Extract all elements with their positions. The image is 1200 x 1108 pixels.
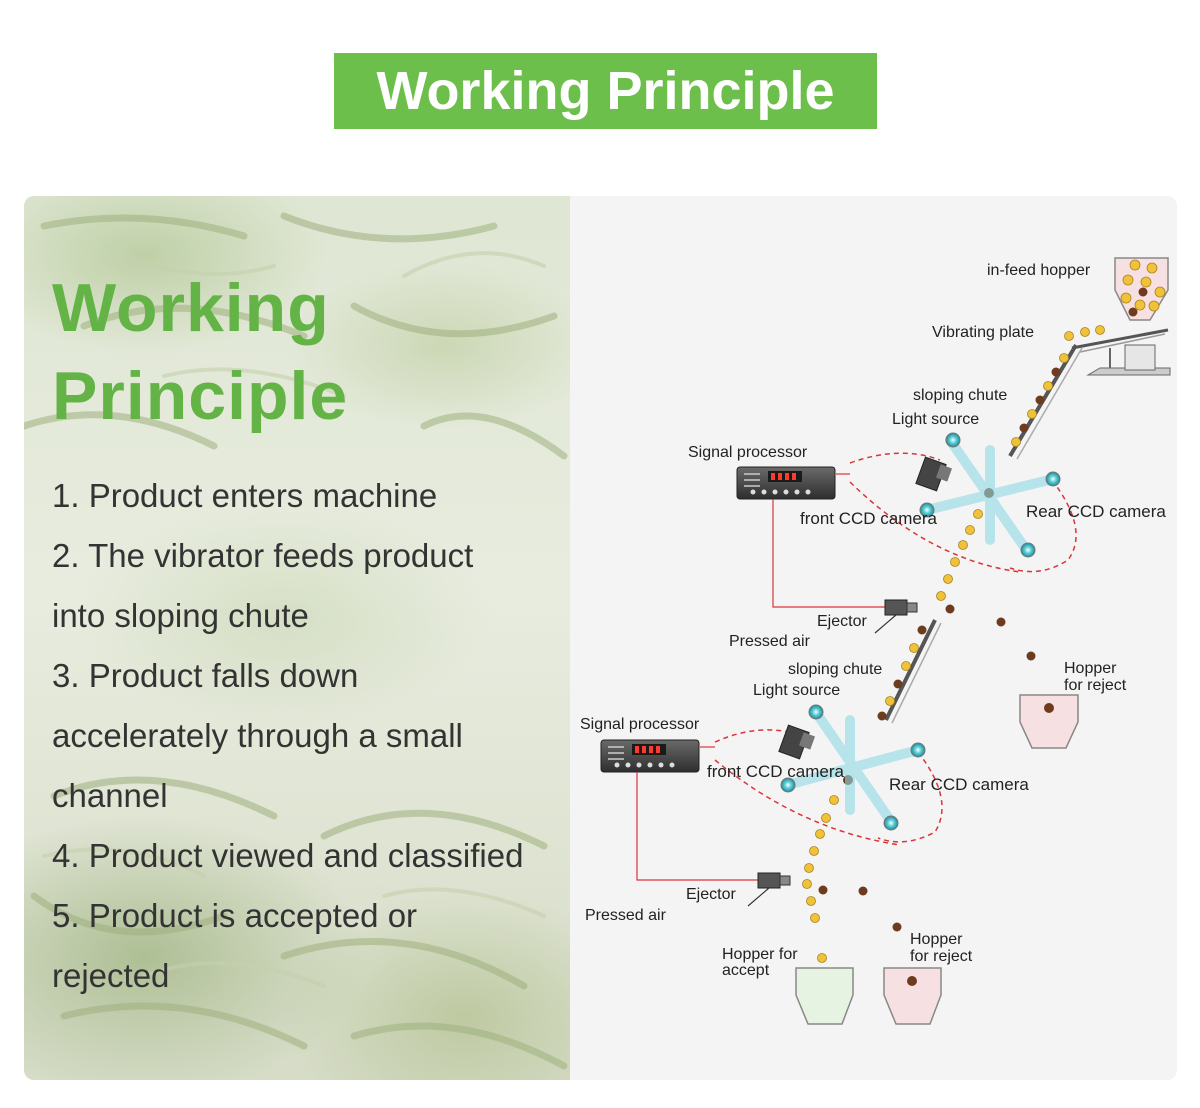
front-lamp-2-icon [780, 777, 796, 793]
reject-hopper-1-icon [1019, 694, 1079, 749]
light-source-2-icon [808, 704, 824, 720]
infeed-hopper [1114, 257, 1169, 321]
label-hopper-accept-a: Hopper for [722, 946, 798, 963]
label-rear-ccd-2: Rear CCD camera [889, 775, 1029, 794]
rear-lamp-2-icon [910, 742, 926, 758]
label-hopper-reject-1-b: for reject [1064, 677, 1127, 694]
step-line: 4. Product viewed and classified [52, 837, 524, 874]
label-pressed-air-1: Pressed air [729, 633, 811, 650]
light-source-1-icon [945, 432, 961, 448]
label-vibrating-plate: Vibrating plate [932, 324, 1034, 341]
accept-hopper-icon [795, 967, 854, 1025]
page-banner-title: Working Principle [334, 53, 877, 129]
rear-lamp-1b-icon [1020, 542, 1036, 558]
label-front-ccd-1: front CCD camera [800, 509, 938, 528]
ejector-1-icon [874, 599, 918, 634]
label-light-source-1: Light source [892, 411, 979, 428]
content-card: Working Principle 1. Product enters mach… [24, 196, 1177, 1080]
inspection-zone-2 [714, 704, 943, 846]
front-ccd-camera-2-icon [778, 724, 816, 760]
signal-processor-1-icon [736, 466, 836, 500]
label-infeed-hopper: in-feed hopper [987, 262, 1091, 279]
label-hopper-reject-1-a: Hopper [1064, 660, 1117, 677]
label-hopper-reject-2-b: for reject [910, 948, 973, 965]
step-line: 1. Product enters machine [52, 477, 438, 514]
inspection-zone-1 [849, 432, 1077, 573]
ejector-2-icon [747, 872, 791, 907]
label-front-ccd-2: front CCD camera [707, 762, 845, 781]
step-line: accelerately through a small [52, 717, 463, 754]
left-panel: Working Principle 1. Product enters mach… [24, 196, 570, 1080]
label-hopper-accept-b: accept [722, 962, 770, 979]
label-light-source-2: Light source [753, 682, 840, 699]
tea-leaves-background [24, 212, 568, 1070]
label-rear-ccd-1: Rear CCD camera [1026, 502, 1166, 521]
label-signal-processor-2: Signal processor [580, 716, 700, 733]
vibrating-plate [1071, 328, 1171, 376]
rear-lamp-2b-icon [883, 815, 899, 831]
step-line: 5. Product is accepted or [52, 897, 418, 934]
label-hopper-reject-2-a: Hopper [910, 931, 963, 948]
front-lamp-1-icon [919, 502, 935, 518]
label-sloping-chute-2: sloping chute [788, 661, 882, 678]
label-pressed-air-2: Pressed air [585, 907, 667, 924]
left-title-line-1: Working [52, 270, 330, 346]
step-line: into sloping chute [52, 597, 309, 634]
label-ejector-1: Ejector [817, 613, 867, 630]
step-line: rejected [52, 957, 170, 994]
left-title-line-2: Principle [52, 358, 349, 434]
rear-lamp-1-icon [1045, 471, 1061, 487]
signal-processor-2-icon [600, 739, 700, 773]
front-ccd-camera-1-icon [915, 456, 953, 492]
label-ejector-2: Ejector [686, 886, 736, 903]
steps-list: 1. Product enters machine 2. The vibrato… [52, 466, 562, 1006]
step-line: 2. The vibrator feeds product [52, 537, 474, 574]
label-sloping-chute-1: sloping chute [913, 387, 1007, 404]
label-signal-processor-1: Signal processor [688, 444, 808, 461]
reject-hopper-2-icon [883, 967, 942, 1025]
step-line: channel [52, 777, 168, 814]
step-line: 3. Product falls down [52, 657, 359, 694]
left-title: Working Principle [52, 264, 348, 440]
sloping-chute-2 [884, 619, 942, 724]
signal-wire-2 [636, 746, 758, 881]
signal-wire-1 [772, 473, 885, 608]
stage-1-products [936, 325, 1105, 661]
sorter-diagram: in-feed hopper Vibrating plate sloping c… [580, 257, 1171, 1025]
